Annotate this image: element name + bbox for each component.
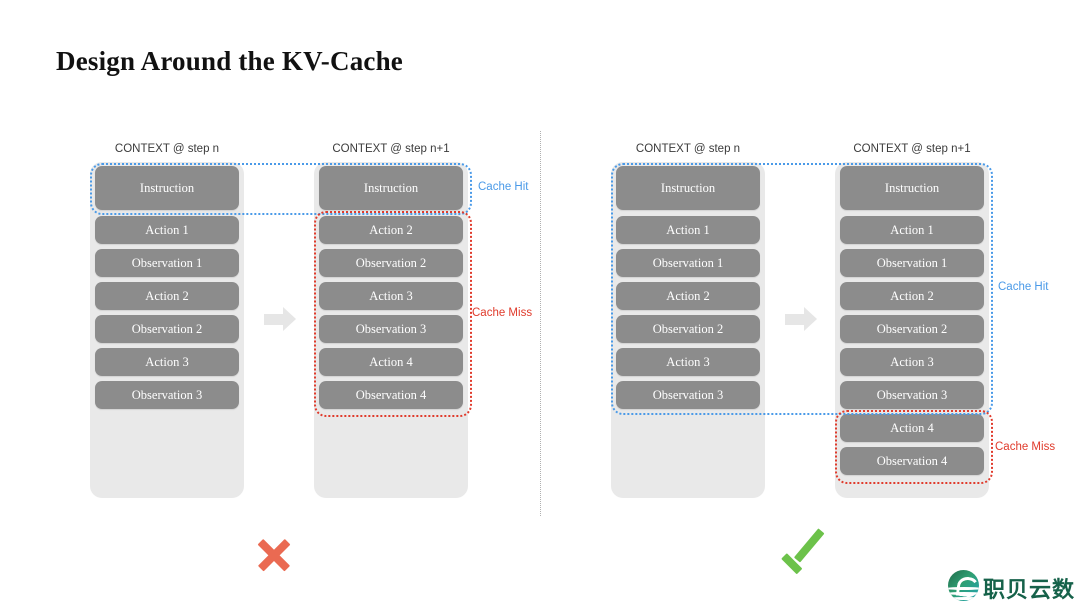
right-cache-hit-label: Cache Hit <box>998 281 1049 293</box>
left-cache-hit-label: Cache Hit <box>478 181 529 193</box>
right-col1-item-2: Observation 1 <box>616 249 760 277</box>
right-col1-item-5: Action 3 <box>616 348 760 376</box>
left-col1-item-1: Action 1 <box>95 216 239 244</box>
brand-wordmark: 职贝云数 <box>983 578 1076 603</box>
left-col1-item-5: Action 3 <box>95 348 239 376</box>
left-col1-header: CONTEXT @ step n <box>114 143 220 155</box>
left-col2-item-5: Action 4 <box>319 348 463 376</box>
left-col2-item-4: Observation 3 <box>319 315 463 343</box>
right-col1-item-4: Observation 2 <box>616 315 760 343</box>
right-col1-item-1: Action 1 <box>616 216 760 244</box>
right-col2-item-8: Observation 4 <box>840 447 984 475</box>
right-col2-header: CONTEXT @ step n+1 <box>853 143 971 155</box>
right-col1-item-0: Instruction <box>616 166 760 210</box>
left-col1-item-2: Observation 1 <box>95 249 239 277</box>
left-verdict-cross-icon <box>252 533 296 577</box>
right-col2-item-0: Instruction <box>840 166 984 210</box>
left-col1-item-6: Observation 3 <box>95 381 239 409</box>
right-col2-item-3: Action 2 <box>840 282 984 310</box>
left-col1-item-4: Observation 2 <box>95 315 239 343</box>
left-col2-item-0: Instruction <box>319 166 463 210</box>
right-col2-item-1: Action 1 <box>840 216 984 244</box>
left-col2-item-6: Observation 4 <box>319 381 463 409</box>
left-col2-header: CONTEXT @ step n+1 <box>332 143 450 155</box>
right-col1-item-6: Observation 3 <box>616 381 760 409</box>
right-col2-item-7: Action 4 <box>840 414 984 442</box>
section-divider <box>540 131 541 516</box>
right-transition-arrow-icon <box>785 307 818 332</box>
left-col2-item-1: Action 2 <box>319 216 463 244</box>
page-title: Design Around the KV-Cache <box>56 46 403 76</box>
right-col2-item-2: Observation 1 <box>840 249 984 277</box>
left-cache-miss-label: Cache Miss <box>472 307 533 319</box>
brand-logo: 职贝云数 <box>948 568 1074 604</box>
right-col2-item-6: Observation 3 <box>840 381 984 409</box>
right-col1-item-3: Action 2 <box>616 282 760 310</box>
right-col2-item-4: Observation 2 <box>840 315 984 343</box>
right-col1-header: CONTEXT @ step n <box>635 143 741 155</box>
left-col2-item-3: Action 3 <box>319 282 463 310</box>
right-cache-miss-label: Cache Miss <box>995 441 1056 453</box>
wave-circle-icon <box>948 570 979 601</box>
right-verdict-check-icon <box>780 528 830 575</box>
left-col1-item-3: Action 2 <box>95 282 239 310</box>
left-transition-arrow-icon <box>264 307 297 332</box>
left-col2-item-2: Observation 2 <box>319 249 463 277</box>
left-col1-item-0: Instruction <box>95 166 239 210</box>
right-col2-item-5: Action 3 <box>840 348 984 376</box>
